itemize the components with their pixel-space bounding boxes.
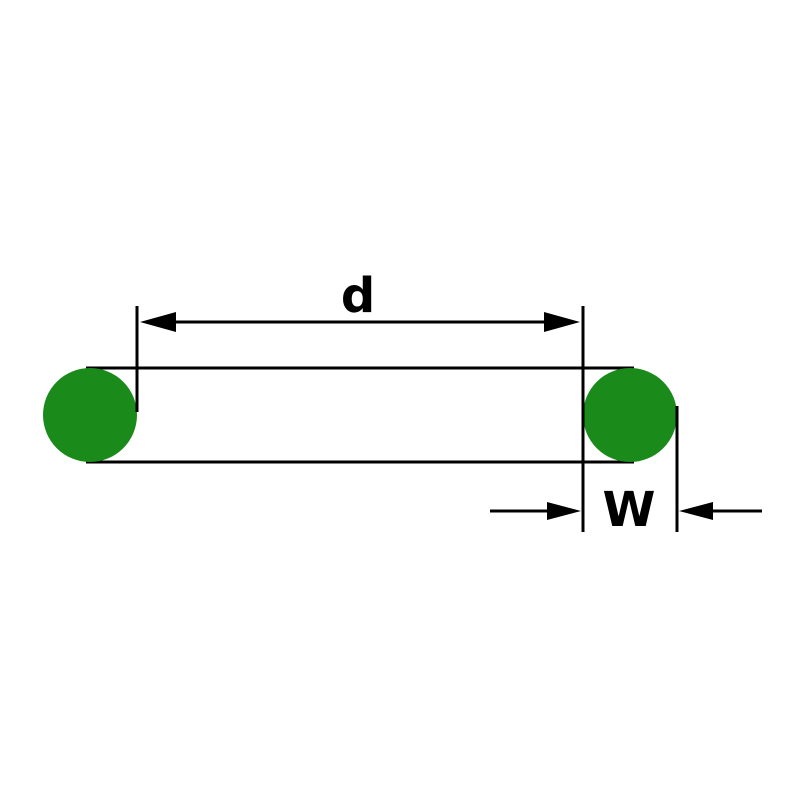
d-arrowhead-left <box>140 312 176 332</box>
right-cross-section-circle <box>583 368 677 462</box>
d-arrowhead-right <box>544 312 580 332</box>
w-arrowhead-left <box>547 502 581 520</box>
w-arrowhead-right <box>679 502 713 520</box>
left-cross-section-circle <box>43 368 137 462</box>
w-label: W <box>603 482 656 538</box>
d-label: d <box>341 268 375 324</box>
